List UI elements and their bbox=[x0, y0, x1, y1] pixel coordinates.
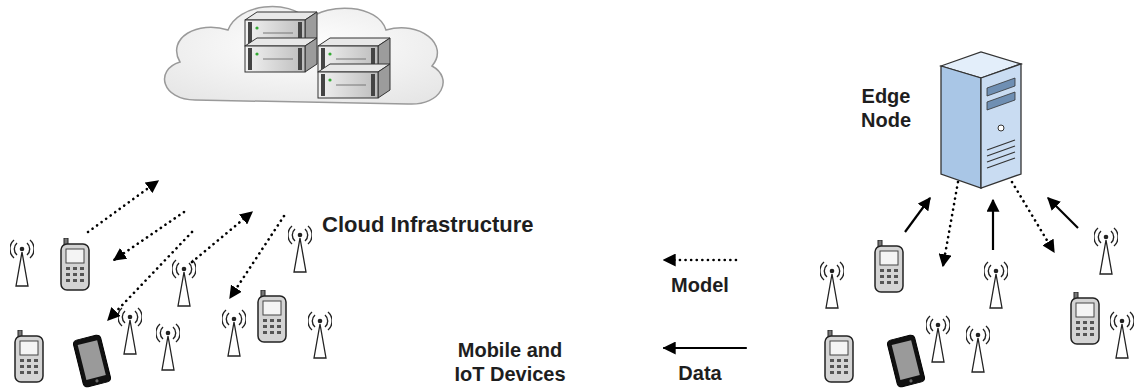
edge-node-icon bbox=[935, 50, 1025, 192]
device-group-left bbox=[10, 226, 332, 388]
model-arrows bbox=[88, 181, 1054, 320]
cloud-node-icon bbox=[150, 0, 450, 110]
edge-node: Edge Node bbox=[935, 50, 1025, 192]
legend-entry: Model bbox=[652, 250, 748, 297]
legend-entry: Data bbox=[652, 338, 748, 385]
data-arrows bbox=[905, 198, 1078, 250]
legend-arrow-sample bbox=[652, 338, 748, 358]
legend-arrow bbox=[664, 347, 746, 349]
legend-arrow bbox=[664, 259, 736, 262]
node-label: Edge Node bbox=[851, 84, 921, 132]
cloud-node: Cloud Infrastructure bbox=[150, 0, 450, 110]
node-label: Cloud Infrastructure bbox=[322, 212, 533, 238]
device-caption: Mobile and IoT Devices bbox=[445, 338, 575, 386]
legend-arrow-sample bbox=[652, 250, 748, 270]
legend-text: Model bbox=[652, 274, 748, 297]
device-group-right bbox=[820, 228, 1134, 388]
legend-text: Data bbox=[652, 362, 748, 385]
